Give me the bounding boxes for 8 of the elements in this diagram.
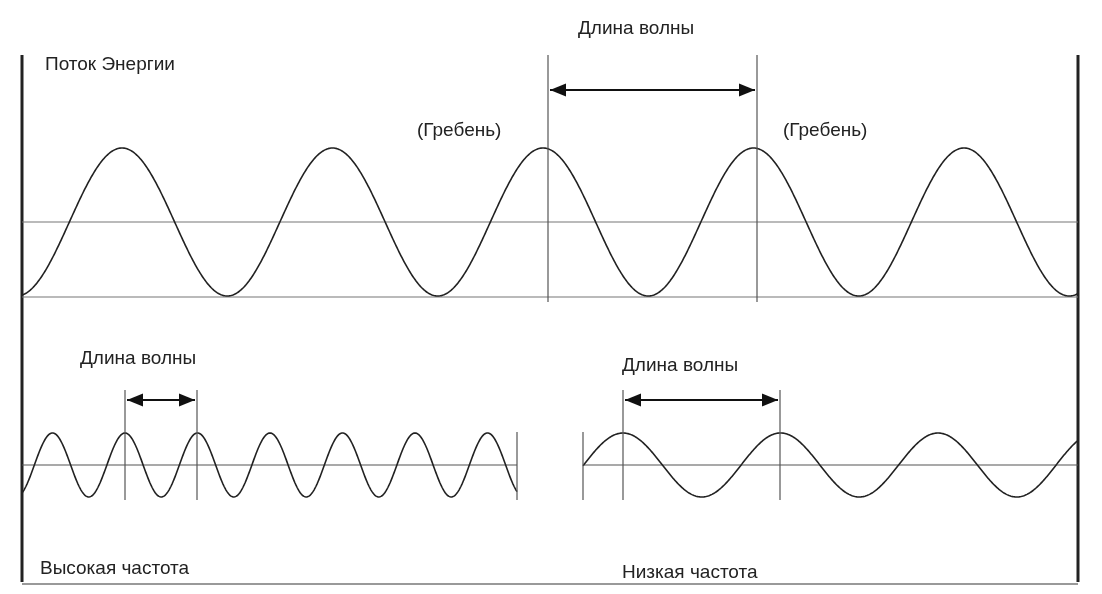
diagram-label: Поток Энергии xyxy=(45,53,175,75)
panel-label: Высокая частота xyxy=(40,557,190,579)
dimension-label: Длина волны xyxy=(578,17,695,39)
crest-label: (Гребень) xyxy=(417,119,502,141)
crest-label: (Гребень) xyxy=(783,119,868,141)
dimension-label: Длина волны xyxy=(622,354,739,376)
dimension-label: Длина волны xyxy=(80,347,197,369)
panel-label: Низкая частота xyxy=(622,561,758,583)
